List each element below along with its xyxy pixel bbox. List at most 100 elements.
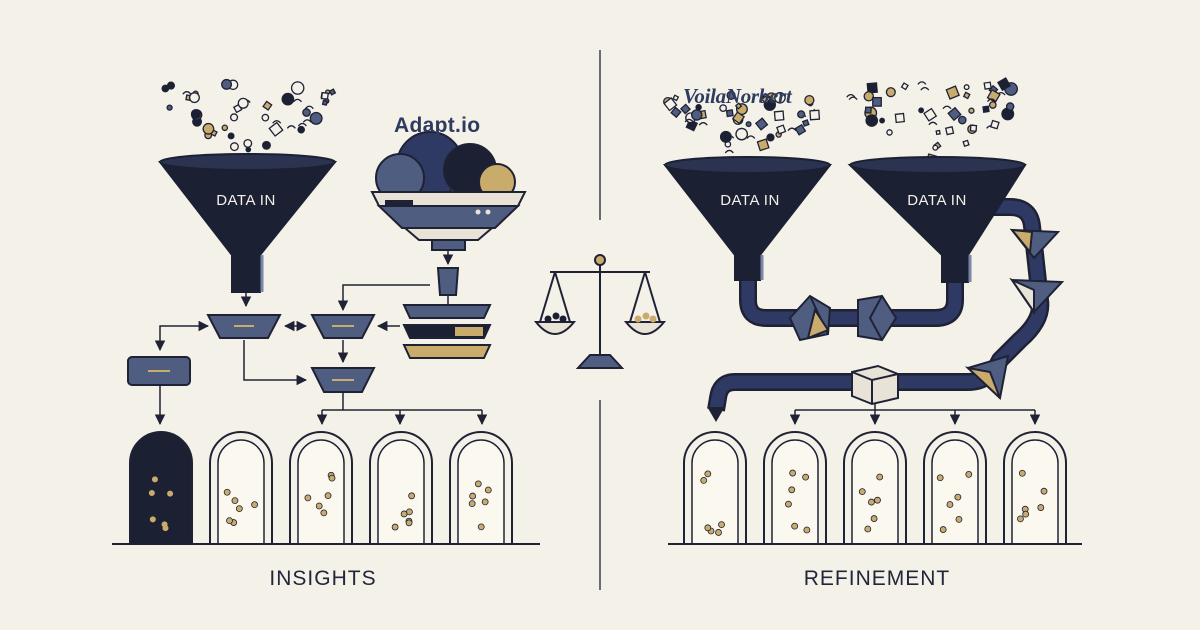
data-particle	[848, 96, 858, 101]
gold-dot	[1018, 469, 1026, 477]
data-particle	[719, 130, 732, 143]
data-particle	[221, 78, 233, 90]
data-particle	[237, 97, 249, 109]
gold-dot	[954, 493, 962, 501]
gold-dot	[484, 486, 492, 494]
gold-dot	[965, 471, 973, 478]
data-particle	[1005, 102, 1015, 111]
data-particle	[672, 94, 680, 102]
gold-dot	[874, 496, 881, 504]
gold-dot	[226, 517, 233, 525]
data-particle	[756, 138, 770, 152]
gold-dot	[477, 523, 485, 531]
data-particle	[866, 82, 878, 94]
data-particle	[221, 124, 229, 132]
data-particle	[969, 124, 978, 132]
funnel-label-right-a: DATA IN	[720, 192, 780, 209]
bin	[763, 431, 827, 545]
data-particle	[202, 122, 215, 135]
data-particle	[983, 81, 992, 90]
data-particle	[886, 129, 893, 136]
data-particle	[932, 144, 939, 151]
data-particle	[944, 126, 955, 136]
data-particle	[986, 98, 996, 102]
gold-dot	[328, 474, 336, 482]
gold-dot	[304, 494, 312, 502]
data-particle	[321, 99, 328, 106]
data-particle	[698, 122, 708, 126]
data-particle	[928, 121, 938, 126]
data-particle	[166, 104, 173, 111]
flow-nodes-left	[127, 284, 488, 426]
bin	[289, 431, 353, 545]
gold-dot	[391, 523, 399, 531]
data-particle	[290, 81, 305, 95]
refinement-bins	[683, 431, 1067, 545]
data-particle	[935, 129, 941, 136]
gold-dot	[1017, 515, 1024, 523]
data-particle	[945, 85, 960, 100]
gold-dot	[718, 521, 725, 529]
data-particle	[957, 115, 967, 125]
data-particle	[774, 91, 786, 104]
data-particle	[302, 108, 311, 117]
adapt-machine	[370, 131, 527, 359]
data-particle	[963, 84, 970, 91]
data-particle	[691, 109, 703, 121]
data-particle	[773, 110, 785, 122]
data-particle	[182, 91, 192, 95]
bin	[369, 431, 433, 545]
data-particle	[947, 106, 962, 122]
bin	[449, 431, 513, 545]
gold-dot	[148, 489, 155, 496]
data-particle	[776, 124, 787, 135]
data-particle	[243, 138, 253, 148]
data-particle	[262, 100, 273, 111]
data-particle	[286, 125, 296, 129]
data-particle	[229, 142, 239, 152]
data-particle	[917, 81, 927, 85]
data-particle	[188, 92, 200, 104]
data-in-funnel-left	[157, 153, 338, 308]
data-particle	[864, 106, 872, 114]
data-particle	[229, 113, 239, 122]
data-particle	[968, 107, 975, 114]
gold-dot	[876, 473, 884, 481]
data-particle	[879, 117, 886, 124]
data-particle	[272, 120, 282, 124]
gold-dot	[469, 492, 477, 500]
data-particle	[328, 88, 337, 96]
data-particle	[894, 112, 906, 124]
data-particle	[684, 118, 694, 123]
refinement-pipes	[707, 198, 1050, 426]
data-particle	[724, 149, 734, 154]
gold-dot	[400, 510, 408, 518]
data-in-funnel-right-a	[662, 156, 833, 281]
gold-dot	[405, 519, 413, 527]
refinement-label: REFINEMENT	[803, 567, 951, 590]
data-particle	[787, 127, 797, 132]
data-particle	[760, 92, 772, 105]
data-particle	[166, 81, 176, 90]
gold-dot	[803, 526, 811, 534]
gold-dot	[700, 476, 708, 484]
gold-dot	[1037, 504, 1045, 511]
data-particle	[735, 127, 749, 141]
data-particle	[865, 114, 879, 127]
data-particle	[982, 105, 990, 113]
gold-dot	[870, 515, 878, 522]
data-particle	[797, 110, 806, 119]
gold-dot	[1022, 510, 1030, 518]
data-particle	[997, 77, 1012, 92]
gold-dot	[151, 476, 158, 483]
data-particle	[846, 94, 856, 98]
data-particle	[762, 95, 772, 100]
data-particle	[297, 122, 307, 127]
data-particle	[297, 125, 305, 134]
gold-dot	[802, 473, 810, 481]
data-particle	[900, 82, 909, 91]
data-particle	[281, 92, 295, 106]
data-particle	[923, 107, 938, 122]
